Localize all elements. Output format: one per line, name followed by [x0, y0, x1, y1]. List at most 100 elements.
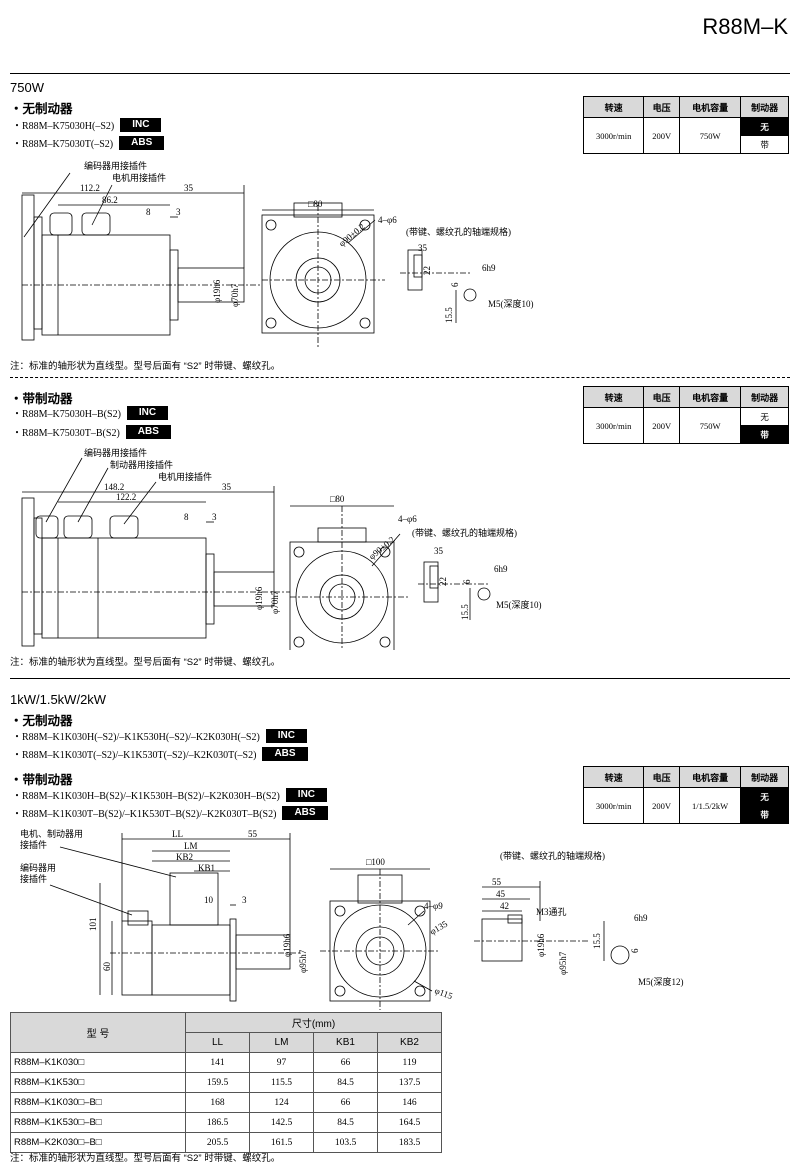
cell-kb1: 66 [313, 1052, 378, 1073]
spec-header-capacity: 电机容量 [678, 96, 742, 118]
cell-kb2: 119 [377, 1052, 442, 1073]
spec-header-brake: 制动器 [740, 386, 789, 408]
dim-label: 6 [450, 282, 460, 287]
dim-label: M5(深度12) [638, 976, 684, 987]
dim-label: 8 [146, 207, 151, 217]
cell-ll: 186.5 [185, 1112, 250, 1133]
cell-kb1: 84.5 [313, 1112, 378, 1133]
dims-header-group: 尺寸(mm) [185, 1012, 442, 1033]
section-divider [10, 678, 790, 679]
label-encoder-connector: 接插件 [20, 873, 47, 884]
spec-capacity: 750W [678, 117, 742, 154]
abs-badge: ABS [282, 805, 328, 820]
dim-label: 6h9 [634, 913, 648, 923]
note-1-2kw: 注：标准的轴形状为直线型。型号后面有 “S2” 时带键、螺纹孔。 [10, 1153, 281, 1164]
model-name: ・R88M–K1K030T(–S2)/–K1K530T(–S2)/–K2K030… [12, 750, 257, 761]
header-divider [10, 73, 790, 74]
dim-label: φ19h6 [254, 586, 264, 610]
dim-label: φ70h7 [270, 590, 280, 614]
dim-label: 122.2 [116, 492, 136, 502]
cell-model: R88M–K2K030□–B□ [10, 1132, 186, 1153]
spec-header-brake: 制动器 [740, 766, 789, 788]
no-brake-subtitle: ・无制动器 [10, 713, 73, 728]
dim-label: φ135 [428, 918, 450, 936]
cell-kb2: 164.5 [377, 1112, 442, 1133]
cell-model: R88M–K1K530□–B□ [10, 1112, 186, 1133]
spec-header-speed: 转速 [582, 96, 645, 118]
spec-header-voltage: 电压 [643, 96, 680, 118]
spec-speed: 3000r/min [582, 407, 645, 444]
page-title: R88M–K [702, 14, 788, 39]
spec-voltage: 200V [643, 117, 680, 154]
label-encoder-connector: 编码器用接插件 [84, 160, 147, 171]
spec-header-voltage: 电压 [643, 766, 680, 788]
cell-ll: 168 [185, 1092, 250, 1113]
table-row: R88M–K1K530□–B□ 186.5 142.5 84.5 164.5 [10, 1112, 442, 1133]
dim-label: φ19h6 [282, 933, 292, 957]
dim-label: 3 [212, 512, 217, 522]
model-name: ・R88M–K75030T–B(S2) [12, 428, 120, 439]
note-750w-no-brake: 注：标准的轴形状为直线型。型号后面有 “S2” 时带键、螺纹孔。 [10, 361, 281, 372]
spec-header-speed: 转速 [582, 386, 645, 408]
table-row: R88M–K1K030□ 141 97 66 119 [10, 1052, 442, 1073]
cell-lm: 115.5 [249, 1072, 314, 1093]
inc-badge: INC [120, 117, 162, 132]
model-line: ・R88M–K75030T(–S2) ABS [12, 135, 165, 150]
dim-label: M5(深度10) [496, 599, 542, 610]
cell-lm: 97 [249, 1052, 314, 1073]
dim-label: 86.2 [102, 195, 118, 205]
label-brake-connector: 制动器用接插件 [110, 459, 173, 470]
dim-label: 10 [204, 895, 214, 905]
spec-table-1-2kw: 转速 电压 电机容量 制动器 3000r/min 200V 1/1.5/2kW … [582, 766, 789, 824]
cell-lm: 142.5 [249, 1112, 314, 1133]
label-motor-connector: 电机用接插件 [112, 172, 166, 183]
drawing-750w-with-brake: 编码器用接插件 制动器用接插件 电机用接插件 148.2 122.2 35 8 … [21, 447, 542, 650]
dim-label: □80 [308, 199, 323, 209]
table-row: R88M–K2K030□–B□ 205.5 161.5 103.5 183.5 [10, 1132, 442, 1153]
dim-label: 60 [102, 962, 112, 972]
spec-speed: 3000r/min [582, 117, 645, 154]
dim-label: 45 [496, 889, 506, 899]
model-line: ・R88M–K1K030H(–S2)/–K1K530H(–S2)/–K2K030… [12, 728, 308, 743]
inc-badge: INC [126, 405, 169, 420]
dim-label: 112.2 [80, 183, 100, 193]
dim-label: 15.5 [592, 933, 602, 949]
dim-label: 8 [184, 512, 189, 522]
cell-model: R88M–K1K530□ [10, 1072, 186, 1093]
dim-label: φ90±0.2 [367, 534, 397, 561]
with-brake-subtitle: ・带制动器 [10, 391, 73, 406]
spec-header-capacity: 电机容量 [678, 386, 742, 408]
spec-brake-no: 无 [740, 787, 789, 806]
dims-header-kb1: KB1 [313, 1032, 378, 1053]
spec-brake-yes: 带 [740, 805, 789, 824]
dim-label: 4–φ6 [398, 514, 417, 524]
dim-label: φ19h6 [536, 933, 546, 957]
model-line: ・R88M–K1K030H–B(S2)/–K1K530H–B(S2)/–K2K0… [12, 787, 328, 802]
dim-label: 15.5 [444, 307, 454, 323]
dim-label: LM [184, 841, 198, 851]
inc-badge: INC [265, 728, 308, 743]
dim-label: 35 [434, 546, 444, 556]
spec-brake-yes: 带 [740, 425, 789, 444]
inc-badge: INC [285, 787, 328, 802]
dim-label: □80 [330, 494, 345, 504]
note-750w-with-brake: 注：标准的轴形状为直线型。型号后面有 “S2” 时带键、螺纹孔。 [10, 657, 281, 668]
dim-label: φ19h6 [212, 279, 222, 303]
shaft-note: (带键、螺纹孔的轴端规格) [500, 850, 605, 861]
dim-label: 35 [418, 243, 428, 253]
spec-speed: 3000r/min [582, 787, 645, 824]
label-encoder-connector: 编码器用 [20, 862, 56, 873]
model-name: ・R88M–K75030H–B(S2) [12, 409, 121, 420]
label-motor-brake-connector: 接插件 [20, 839, 47, 850]
dims-header-kb2: KB2 [377, 1032, 442, 1053]
spec-header-capacity: 电机容量 [678, 766, 742, 788]
dims-header-lm: LM [249, 1032, 314, 1053]
dims-header-ll: LL [185, 1032, 250, 1053]
with-brake-subtitle: ・带制动器 [10, 772, 73, 787]
dim-label: 55 [492, 877, 502, 887]
model-name: ・R88M–K75030H(–S2) [12, 121, 115, 132]
drawing-750w-no-brake: 编码器用接插件 电机用接插件 112.2 86.2 35 8 3 φ19h6 φ… [21, 160, 534, 347]
label-motor-brake-connector: 电机、制动器用 [20, 828, 83, 839]
model-name: ・R88M–K1K030H–B(S2)/–K1K530H–B(S2)/–K2K0… [12, 791, 280, 802]
dim-label: 35 [222, 482, 232, 492]
